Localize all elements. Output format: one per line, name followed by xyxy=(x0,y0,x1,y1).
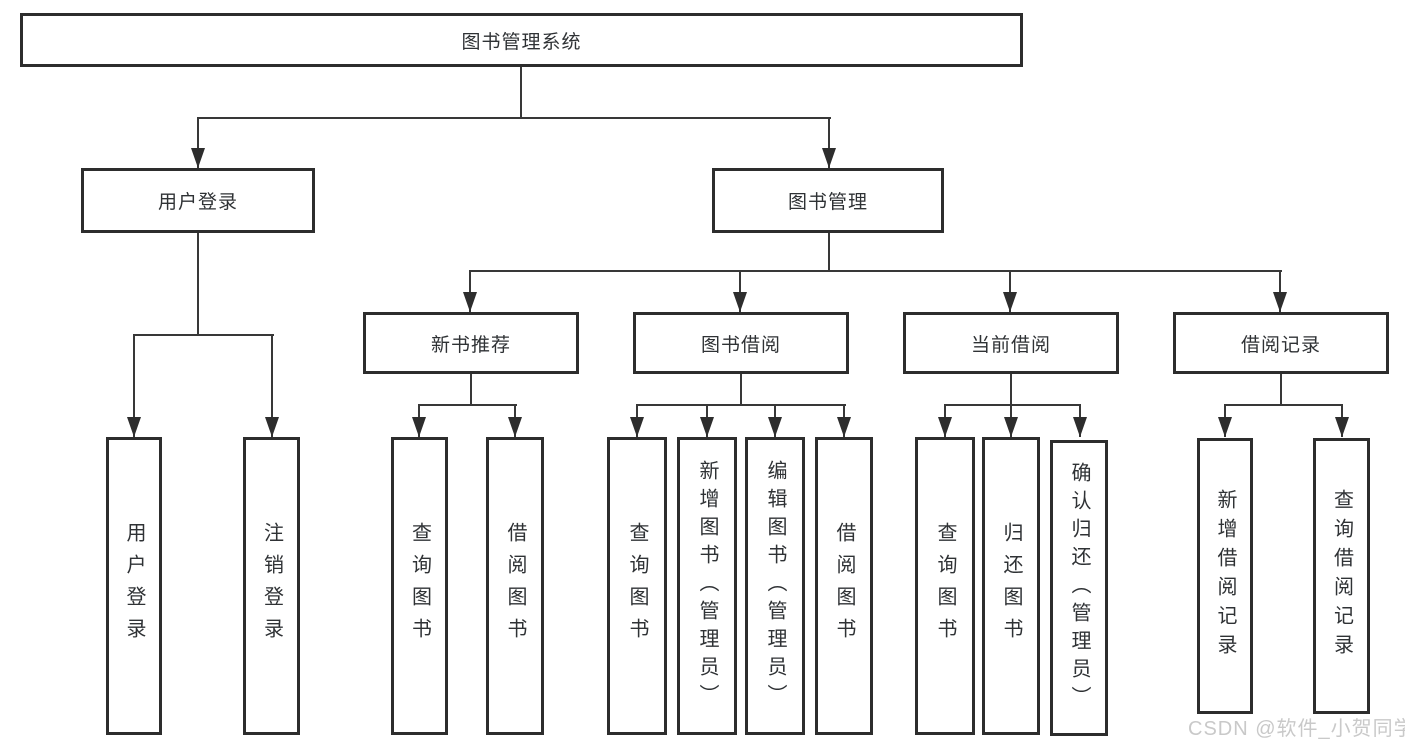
leaf-bw-query: 查询图书 xyxy=(607,437,667,735)
leaf-logout-label: 注销登录 xyxy=(260,522,283,650)
arrowhead-login-icon xyxy=(127,417,141,437)
arrowhead-book-mgmt-icon xyxy=(822,148,836,168)
connector-recommend-stem xyxy=(470,373,472,406)
leaf-login-label: 用户登录 xyxy=(123,522,145,650)
leaf-cu-query-label: 查询图书 xyxy=(934,522,956,650)
arrowhead-rb-query-icon xyxy=(412,417,426,437)
node-records-label: 借阅记录 xyxy=(1240,334,1321,356)
arrowhead-re-query-icon xyxy=(1335,417,1349,437)
arrowhead-recommend-icon xyxy=(463,292,477,312)
leaf-rb-borrow-label: 借阅图书 xyxy=(504,522,526,650)
connector-mgmt-bar xyxy=(469,270,1282,272)
connector-login-bar xyxy=(133,334,274,336)
arrowhead-records-icon xyxy=(1273,292,1287,312)
arrowhead-cu-query-icon xyxy=(938,417,952,437)
connector-borrow-bar xyxy=(636,404,846,406)
node-user-login-label: 用户登录 xyxy=(157,192,238,213)
node-borrow: 图书借阅 xyxy=(633,312,849,374)
node-book-mgmt: 图书管理 xyxy=(712,168,944,233)
connector-mgmt-stem xyxy=(828,233,830,272)
leaf-cu-return-label: 归还图书 xyxy=(1000,522,1022,650)
leaf-rb-borrow: 借阅图书 xyxy=(486,437,544,735)
leaf-bw-borrow: 借阅图书 xyxy=(815,437,873,735)
node-current-label: 当前借阅 xyxy=(970,334,1051,356)
leaf-logout: 注销登录 xyxy=(243,437,300,735)
connector-records-bar xyxy=(1224,404,1343,406)
node-root-label: 图书管理系统 xyxy=(461,31,582,53)
leaf-rb-query-label: 查询图书 xyxy=(408,522,431,650)
arrowhead-cu-return-icon xyxy=(1004,417,1018,437)
arrowhead-current-icon xyxy=(1003,292,1017,312)
node-current: 当前借阅 xyxy=(903,312,1119,374)
arrowhead-cu-confirm-icon xyxy=(1073,417,1087,437)
connector-to-recommend xyxy=(469,270,471,312)
arrowhead-logout-icon xyxy=(265,417,279,437)
node-borrow-label: 图书借阅 xyxy=(700,334,781,356)
connector-to-records xyxy=(1279,270,1281,312)
arrowhead-user-login-icon xyxy=(191,148,205,168)
leaf-cu-confirm: 确认归还（管理员） xyxy=(1050,440,1108,736)
leaf-re-query: 查询借阅记录 xyxy=(1313,438,1370,714)
connector-to-login xyxy=(133,334,135,437)
connector-to-borrow xyxy=(739,270,741,312)
arrowhead-bw-query-icon xyxy=(630,417,644,437)
arrowhead-bw-borrow-icon xyxy=(837,417,851,437)
arrowhead-bw-add-icon xyxy=(700,417,714,437)
connector-records-stem xyxy=(1280,373,1282,406)
connector-borrow-stem xyxy=(740,373,742,406)
node-recommend: 新书推荐 xyxy=(363,312,579,374)
leaf-rb-query: 查询图书 xyxy=(391,437,448,735)
connector-root-bar xyxy=(197,117,831,119)
connector-root-stem xyxy=(520,67,522,119)
arrowhead-bw-edit-icon xyxy=(768,417,782,437)
connector-recommend-bar xyxy=(418,404,517,406)
leaf-cu-query: 查询图书 xyxy=(915,437,975,735)
leaf-bw-query-label: 查询图书 xyxy=(626,522,648,650)
leaf-bw-edit-label: 编辑图书（管理员） xyxy=(764,460,786,712)
leaf-login: 用户登录 xyxy=(106,437,162,735)
connector-current-bar xyxy=(944,404,1081,406)
arrowhead-re-add-icon xyxy=(1218,417,1232,437)
node-recommend-label: 新书推荐 xyxy=(430,334,511,356)
arrowhead-rb-borrow-icon xyxy=(508,417,522,437)
leaf-re-add: 新增借阅记录 xyxy=(1197,438,1253,714)
leaf-bw-borrow-label: 借阅图书 xyxy=(833,522,855,650)
leaf-bw-add-label: 新增图书（管理员） xyxy=(696,460,718,712)
connector-to-book-mgmt xyxy=(828,117,830,168)
leaf-re-query-label: 查询借阅记录 xyxy=(1330,489,1353,663)
connector-login-stem xyxy=(197,233,199,336)
node-user-login: 用户登录 xyxy=(81,168,315,233)
node-book-mgmt-label: 图书管理 xyxy=(787,192,868,213)
connector-to-logout xyxy=(271,334,273,437)
leaf-cu-confirm-label: 确认归还（管理员） xyxy=(1068,462,1090,714)
leaf-bw-edit: 编辑图书（管理员） xyxy=(745,437,805,735)
leaf-cu-return: 归还图书 xyxy=(982,437,1040,735)
connector-to-user-login xyxy=(197,117,199,168)
leaf-re-add-label: 新增借阅记录 xyxy=(1214,489,1236,663)
leaf-bw-add: 新增图书（管理员） xyxy=(677,437,737,735)
arrowhead-borrow-icon xyxy=(733,292,747,312)
node-root: 图书管理系统 xyxy=(20,13,1023,67)
node-records: 借阅记录 xyxy=(1173,312,1389,374)
connector-current-stem xyxy=(1010,373,1012,406)
csdn-watermark: CSDN @软件_小贺同学 xyxy=(1188,718,1405,740)
connector-to-current xyxy=(1009,270,1011,312)
